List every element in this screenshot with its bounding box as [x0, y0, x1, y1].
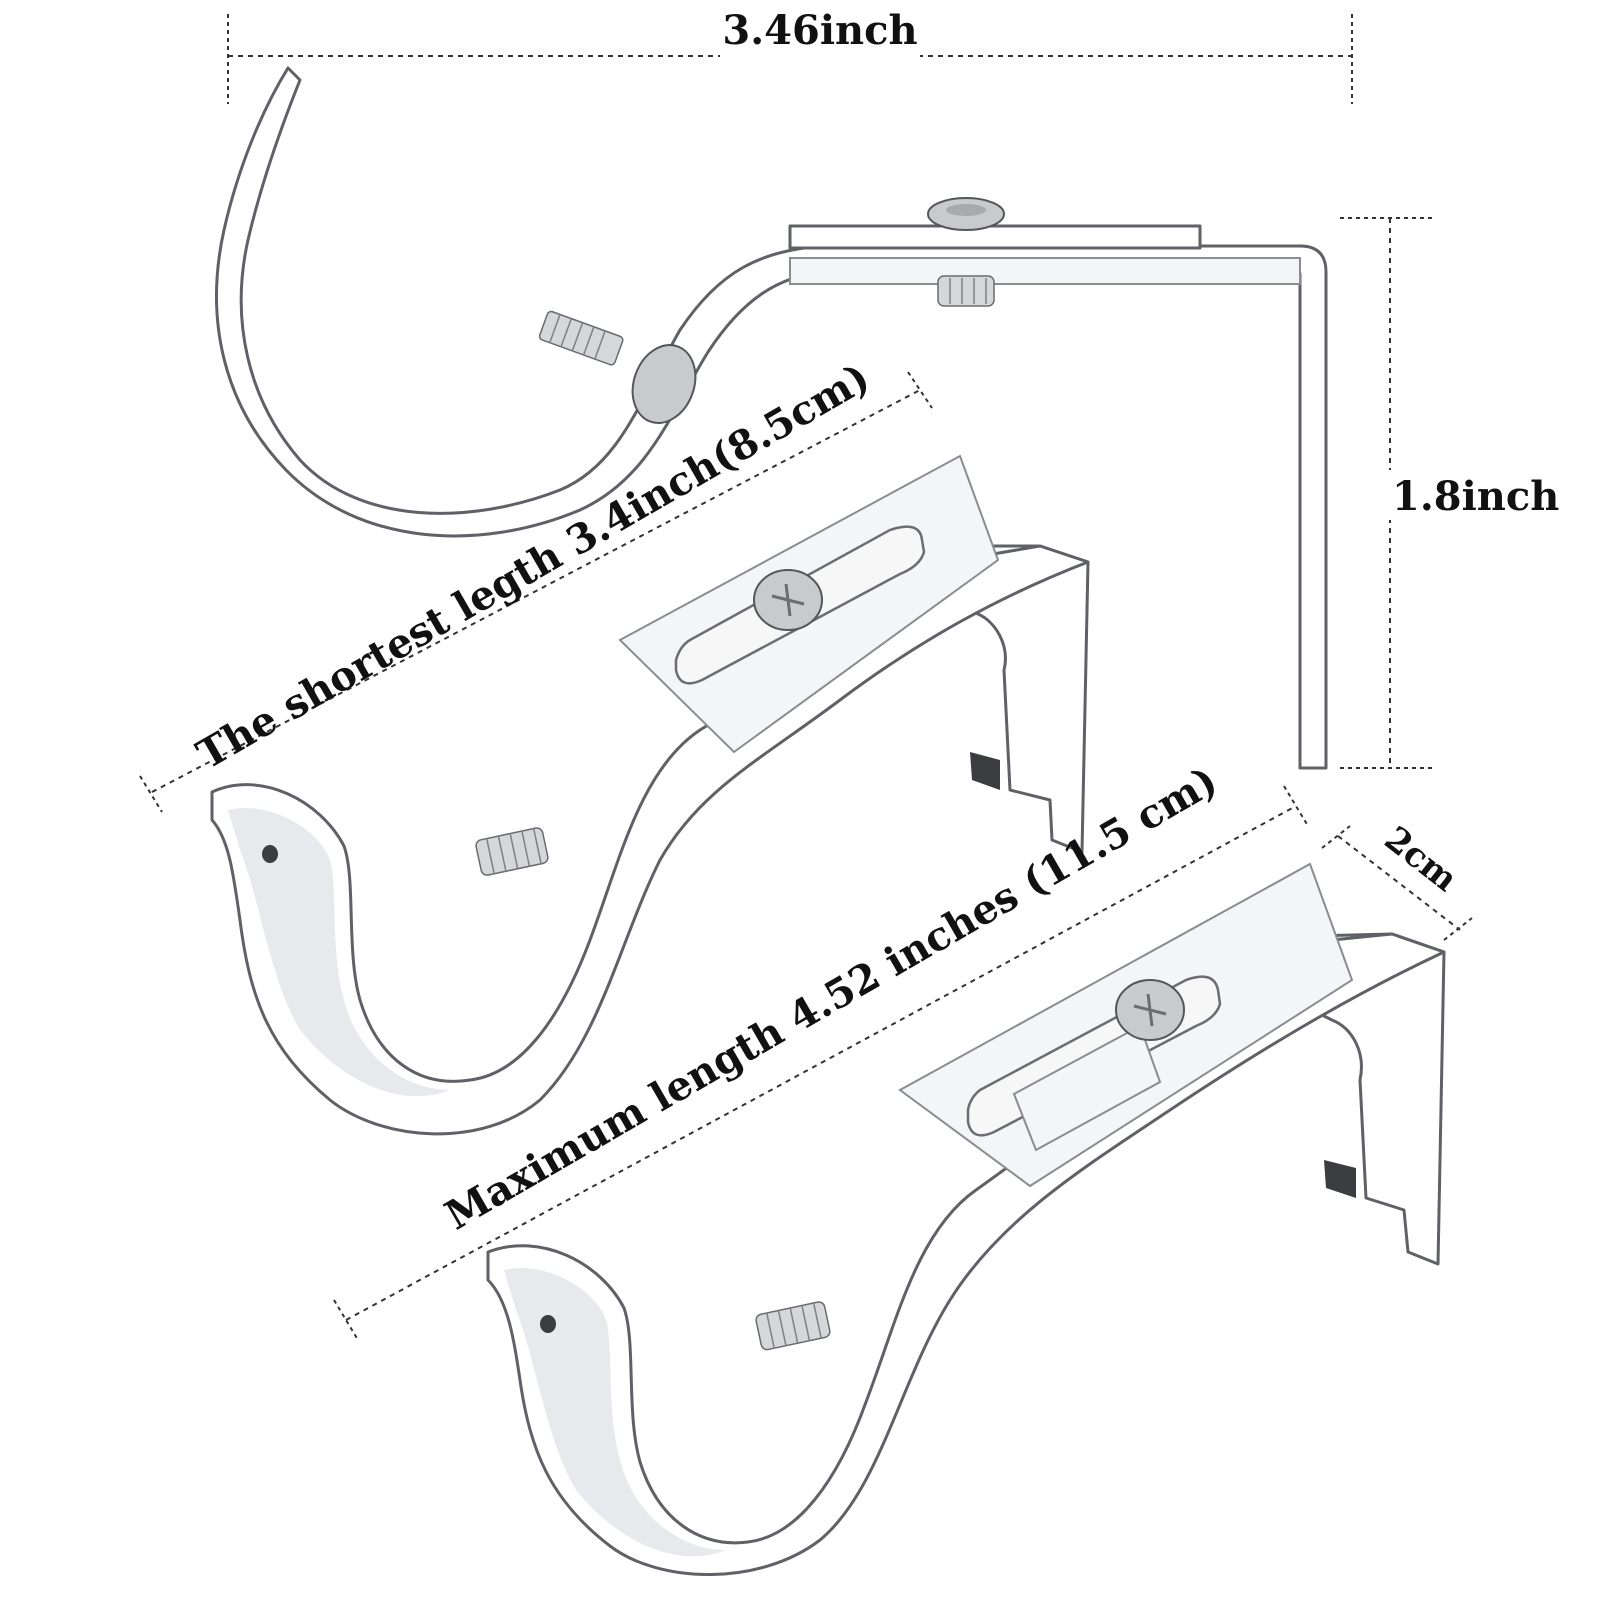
dimension-tick-start	[1321, 825, 1351, 849]
side-screw-icon	[538, 310, 697, 424]
depth-label: 2cm	[1377, 819, 1465, 900]
bracket-lower-plate	[789, 257, 1301, 285]
dimension-line	[345, 805, 1297, 1321]
bracket-arm	[210, 544, 1090, 1136]
bracket-front-shade	[504, 1268, 726, 1557]
bracket-perspective-2	[486, 862, 1446, 1576]
sliding-tab	[1012, 1024, 1162, 1152]
nut-icon	[937, 275, 995, 307]
bracket-perspective-1	[210, 454, 1090, 1136]
leg-slot	[970, 752, 1000, 790]
mount-hole	[540, 1315, 556, 1333]
top-width-label: 3.46inch	[722, 7, 917, 54]
top-screw-icon	[753, 569, 823, 631]
dimension-tick-end	[907, 371, 933, 409]
label-backdrop	[1388, 470, 1538, 520]
leg-slot	[1324, 1160, 1356, 1198]
bracket-front-shade	[228, 808, 450, 1097]
bracket-side-view	[215, 66, 1328, 770]
dimension-tick-start	[139, 775, 163, 813]
depth-dimension: 2cm	[1321, 819, 1473, 941]
top-screw-icon	[1115, 979, 1185, 1041]
bracket-top-plate	[788, 224, 1202, 250]
top-width-dimension: 3.46inch	[227, 7, 1353, 104]
top-screw-icon	[927, 197, 1005, 231]
bracket-leg	[1310, 932, 1446, 1266]
dimension-line	[151, 389, 921, 793]
mount-hole	[262, 845, 278, 863]
threaded-stud-icon	[755, 1301, 831, 1351]
bracket-leg	[956, 544, 1090, 854]
threaded-stud-icon	[475, 827, 549, 876]
bracket-hook-profile	[215, 66, 1328, 770]
height-label: 1.8inch	[1392, 473, 1559, 520]
height-dimension: 1.8inch	[1340, 217, 1559, 769]
bracket-arm	[486, 932, 1446, 1576]
label-backdrop	[720, 18, 920, 66]
